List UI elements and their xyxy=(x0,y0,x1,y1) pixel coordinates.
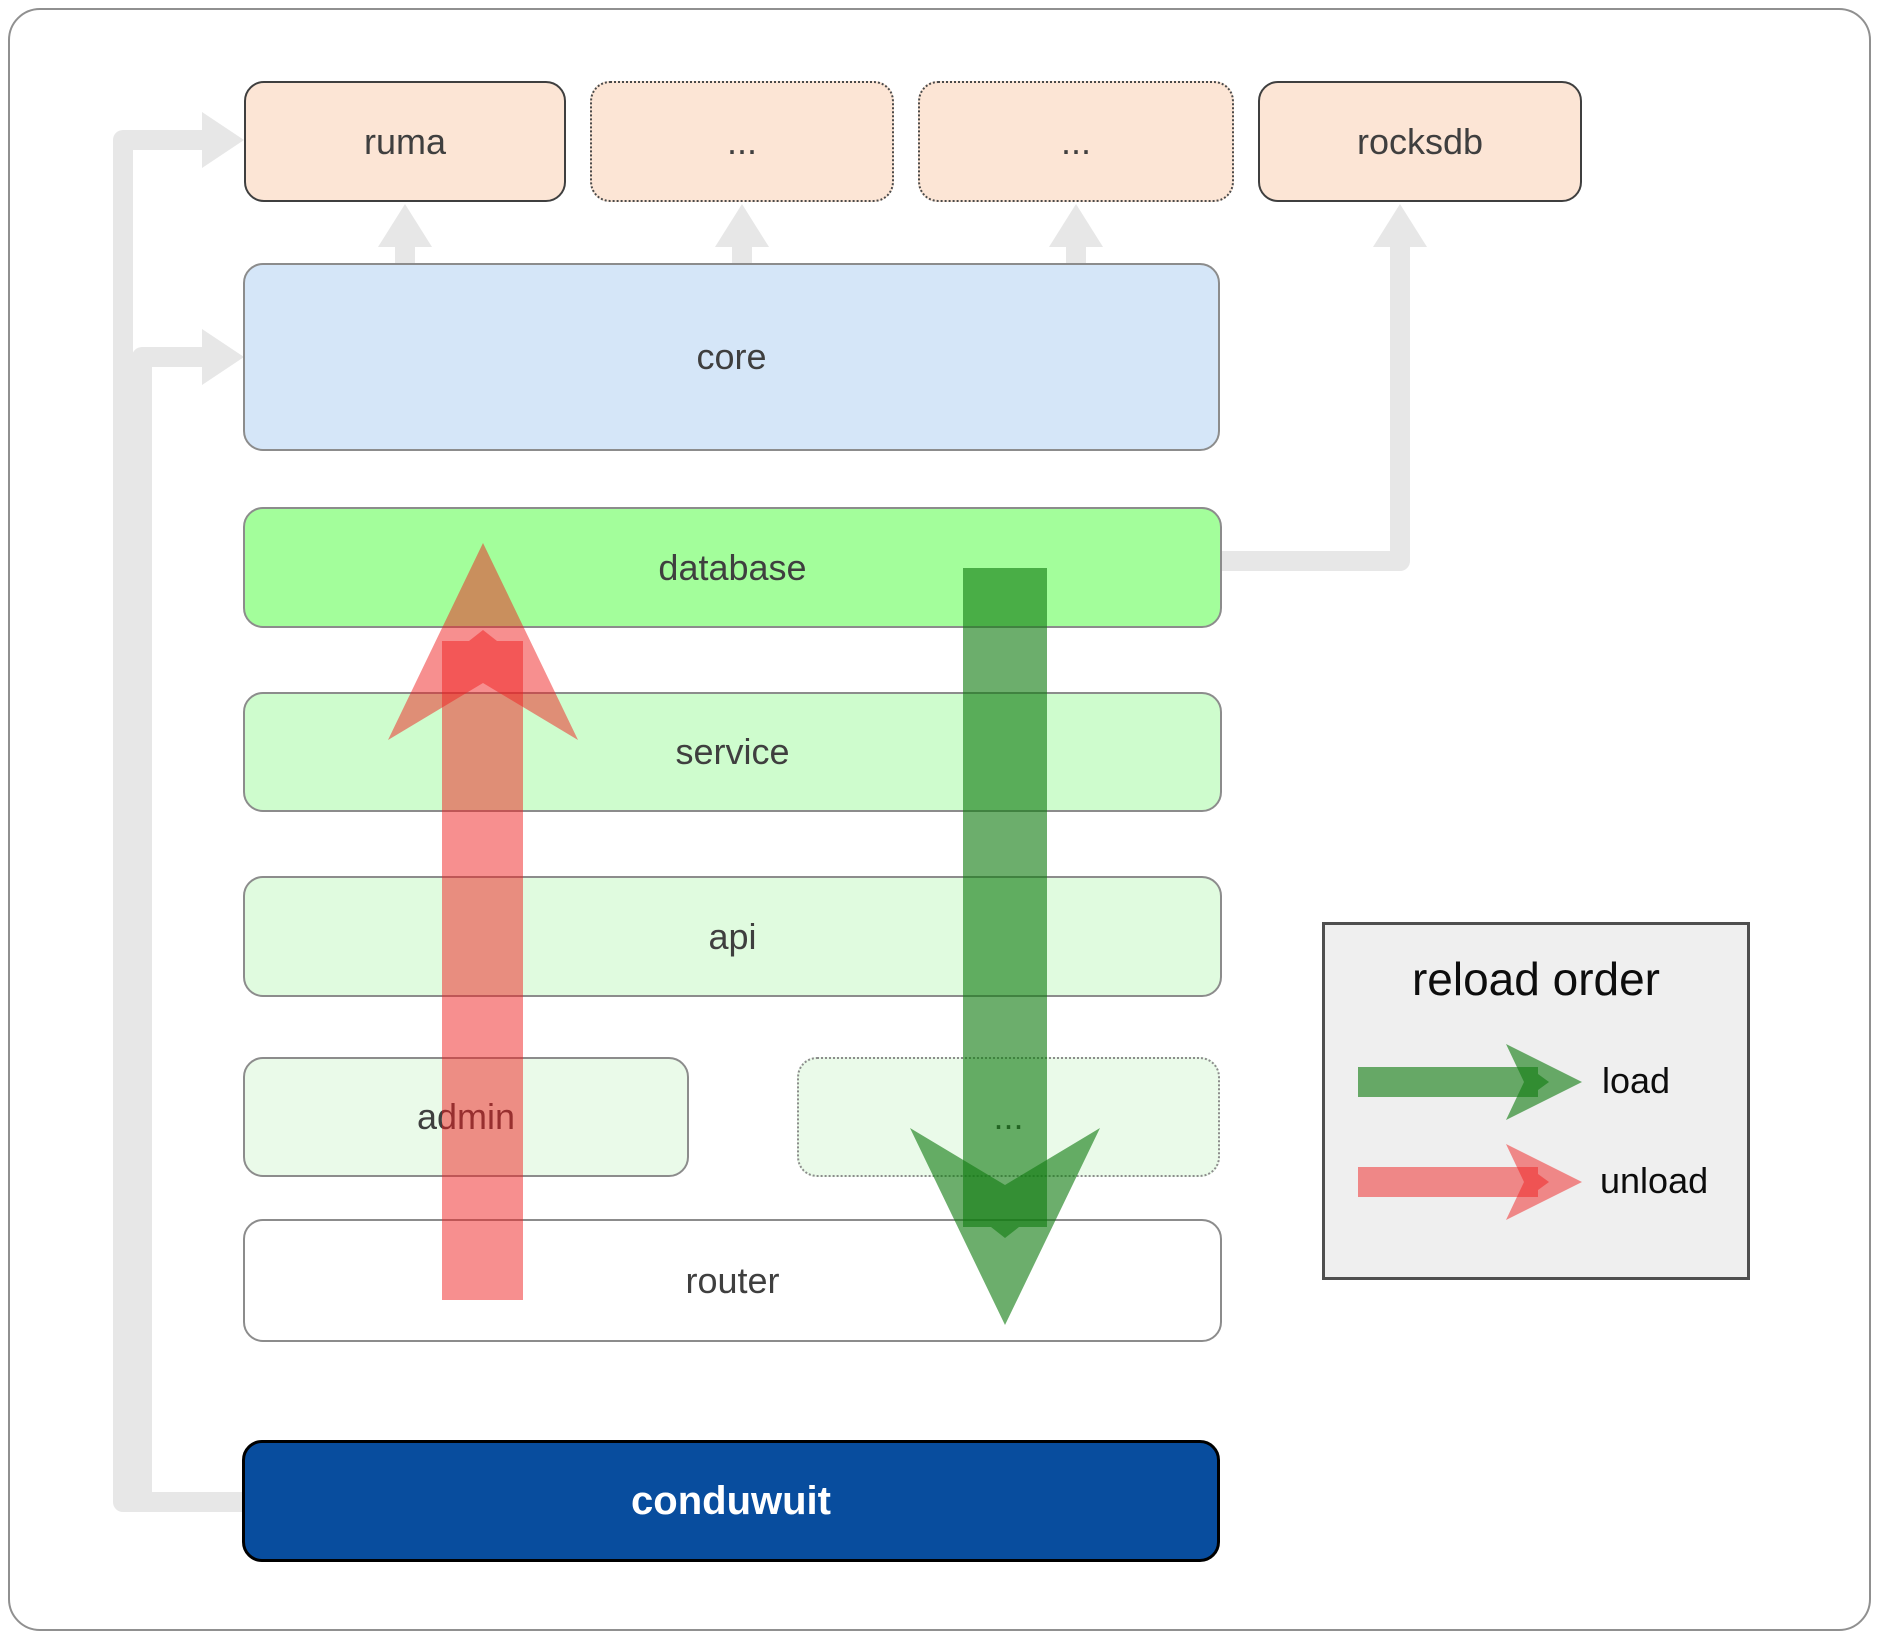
node-label: ... xyxy=(1060,120,1091,162)
legend-title: reload order xyxy=(1411,953,1661,1005)
node-more-modules-2: ... xyxy=(918,81,1234,202)
node-label: rocksdb xyxy=(1356,120,1484,162)
arrowhead-up-icon xyxy=(715,204,769,247)
node-label: conduwuit xyxy=(631,1478,831,1523)
core-to-ruma-connector xyxy=(378,204,432,265)
database-to-rocksdb-connector xyxy=(1222,204,1427,571)
arrowhead-right-icon xyxy=(202,329,244,385)
conduwuit-to-core-connector xyxy=(132,329,244,1512)
node-ruma: ruma xyxy=(244,81,566,202)
node-admin: admin xyxy=(243,1057,689,1177)
node-router: router xyxy=(243,1219,1222,1342)
node-label: router xyxy=(685,1259,780,1301)
node-label: api xyxy=(708,915,757,957)
core-to-more1-connector xyxy=(715,204,769,265)
node-more-modules-1: ... xyxy=(590,81,894,202)
page-border xyxy=(8,8,1871,1631)
node-label: admin xyxy=(416,1096,516,1137)
arrowhead-up-icon xyxy=(378,204,432,247)
core-to-more2-connector xyxy=(1049,204,1103,265)
arrowhead-up-icon xyxy=(1373,204,1427,247)
node-conduwuit: conduwuit xyxy=(242,1440,1220,1562)
arrowhead-up-icon xyxy=(1049,204,1103,247)
arrowhead-right-icon xyxy=(202,112,244,168)
legend-unload-label: unload xyxy=(1600,1160,1709,1201)
node-service: service xyxy=(243,692,1222,812)
node-core: core xyxy=(243,263,1220,451)
legend-load-label: load xyxy=(1602,1060,1671,1101)
node-label: core xyxy=(696,336,767,377)
node-more-services: ... xyxy=(797,1057,1220,1177)
node-database: database xyxy=(243,507,1222,628)
node-rocksdb: rocksdb xyxy=(1258,81,1582,202)
node-label: service xyxy=(675,731,790,772)
node-label: ... xyxy=(993,1096,1024,1137)
node-label: database xyxy=(658,546,807,588)
node-api: api xyxy=(243,876,1222,997)
node-label: ruma xyxy=(363,120,447,162)
node-label: ... xyxy=(726,120,757,162)
